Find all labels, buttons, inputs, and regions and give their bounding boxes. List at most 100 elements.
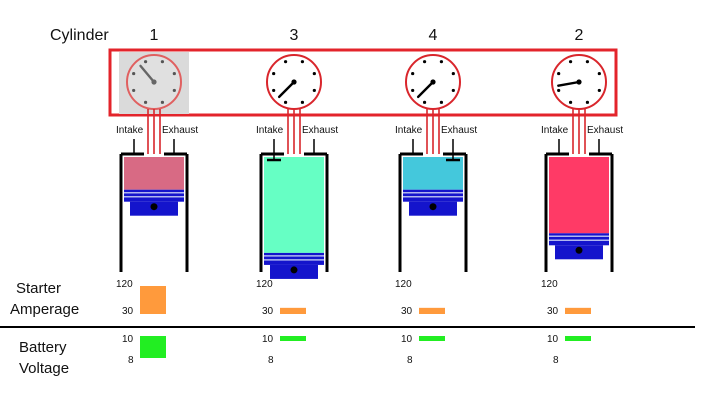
dial-tick bbox=[132, 88, 136, 93]
combustion-chamber bbox=[403, 157, 463, 190]
wrist-pin bbox=[575, 246, 583, 254]
dial-tick bbox=[597, 71, 601, 76]
dial-tick bbox=[272, 88, 276, 93]
dial-needle bbox=[277, 80, 296, 99]
cylinder-number: 3 bbox=[290, 27, 299, 44]
exhaust-label: Exhaust bbox=[441, 125, 477, 136]
dial-needle bbox=[139, 64, 156, 84]
dial-hub bbox=[151, 79, 157, 85]
dial-tick bbox=[585, 60, 590, 64]
combustion-chamber bbox=[549, 157, 609, 234]
dial-tick bbox=[312, 88, 316, 93]
dial-tick bbox=[568, 60, 573, 64]
dial-hub bbox=[430, 79, 436, 85]
wrist-pin bbox=[150, 203, 158, 211]
dial-tick bbox=[451, 88, 455, 93]
dial-tick bbox=[272, 71, 276, 76]
amperage-max-label: 120 bbox=[256, 279, 273, 290]
dial-tick bbox=[160, 60, 165, 64]
voltage-max-label: 10 bbox=[401, 334, 413, 345]
dial-hub bbox=[576, 79, 582, 85]
dial-needle bbox=[557, 80, 581, 87]
exhaust-label: Exhaust bbox=[587, 125, 623, 136]
dial-frame bbox=[108, 48, 618, 117]
amperage-max-label: 120 bbox=[116, 279, 133, 290]
cylinder-wall bbox=[398, 152, 468, 272]
voltage-bar bbox=[140, 336, 166, 358]
wrist-pin bbox=[429, 203, 437, 211]
intake-label: Intake bbox=[541, 125, 569, 136]
dial-tick bbox=[143, 60, 148, 64]
dial-tick bbox=[451, 71, 455, 76]
dial-tick bbox=[283, 60, 288, 64]
dial-tick bbox=[300, 60, 305, 64]
dial-hub bbox=[291, 79, 297, 85]
cylinder-header-label: Cylinder bbox=[50, 27, 109, 44]
dial-needle bbox=[416, 80, 435, 99]
voltage-max-label: 10 bbox=[547, 334, 559, 345]
intake-label: Intake bbox=[395, 125, 423, 136]
amperage-min-label: 30 bbox=[122, 306, 134, 317]
dial-tick bbox=[172, 71, 176, 76]
amperage-min-label: 30 bbox=[401, 306, 413, 317]
amperage-max-label: 120 bbox=[541, 279, 558, 290]
cylinder-number: 1 bbox=[150, 27, 159, 44]
cylinder-wall bbox=[544, 152, 614, 272]
starter-label-line1: Starter bbox=[16, 280, 61, 297]
voltage-max-label: 10 bbox=[262, 334, 274, 345]
piston-head bbox=[403, 189, 463, 202]
dial-tick bbox=[597, 88, 601, 93]
dial-tick bbox=[160, 100, 165, 104]
combustion-chamber bbox=[124, 157, 184, 190]
dial-tick bbox=[439, 100, 444, 104]
dial-tick bbox=[557, 71, 561, 76]
dial-tick bbox=[300, 100, 305, 104]
dial-tick bbox=[557, 88, 561, 93]
dial-tick bbox=[439, 60, 444, 64]
voltage-min-label: 8 bbox=[128, 355, 134, 366]
piston-head bbox=[124, 189, 184, 202]
dial-tick bbox=[283, 100, 288, 104]
dial-tick bbox=[422, 100, 427, 104]
cylinder-number: 2 bbox=[575, 27, 584, 44]
exhaust-label: Exhaust bbox=[162, 125, 198, 136]
cylinder-wall bbox=[119, 152, 189, 272]
battery-label-line2: Voltage bbox=[19, 360, 69, 377]
amperage-min-label: 30 bbox=[547, 306, 559, 317]
cylinder-wall bbox=[259, 152, 329, 272]
intake-label: Intake bbox=[256, 125, 284, 136]
voltage-min-label: 8 bbox=[407, 355, 413, 366]
dial-tick bbox=[132, 71, 136, 76]
piston-head bbox=[264, 252, 324, 265]
voltage-min-label: 8 bbox=[268, 355, 274, 366]
voltage-max-label: 10 bbox=[122, 334, 134, 345]
piston-head bbox=[549, 233, 609, 246]
dial-tick bbox=[411, 71, 415, 76]
voltage-bar bbox=[280, 336, 306, 341]
dial-tick bbox=[312, 71, 316, 76]
cylinder-number: 4 bbox=[429, 27, 438, 44]
amperage-min-label: 30 bbox=[262, 306, 274, 317]
combustion-chamber bbox=[264, 157, 324, 253]
starter-label-line2: Amperage bbox=[10, 301, 79, 318]
voltage-min-label: 8 bbox=[553, 355, 559, 366]
dial-tick bbox=[172, 88, 176, 93]
amperage-bar bbox=[280, 307, 306, 314]
voltage-bar bbox=[419, 336, 445, 341]
amperage-bar bbox=[419, 307, 445, 314]
exhaust-label: Exhaust bbox=[302, 125, 338, 136]
dial-tick bbox=[411, 88, 415, 93]
dial-tick bbox=[568, 100, 573, 104]
intake-label: Intake bbox=[116, 125, 144, 136]
amperage-max-label: 120 bbox=[395, 279, 412, 290]
dial-tick bbox=[422, 60, 427, 64]
voltage-bar bbox=[565, 336, 591, 341]
dial-tick bbox=[143, 100, 148, 104]
meters: Starter Amperage Battery Voltage 1203010… bbox=[0, 279, 695, 377]
